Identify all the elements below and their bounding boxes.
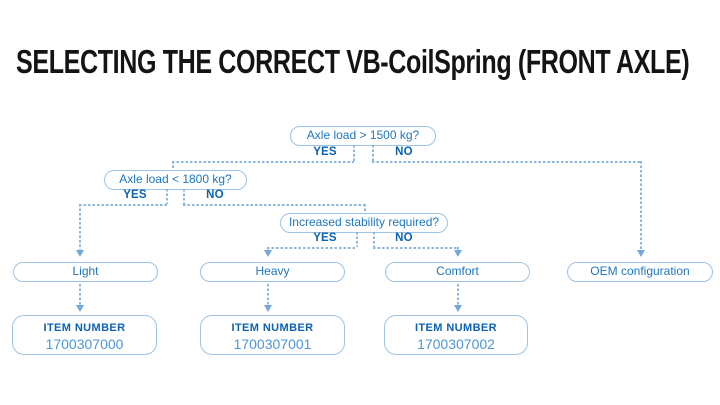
yes-label-decision-3: YES: [313, 232, 337, 244]
connector-line: [79, 204, 167, 206]
item-box-comfort: ITEM NUMBER 1700307002: [384, 315, 528, 355]
decision-box-increased-stability: Increased stability required?: [280, 213, 448, 233]
arrow-down-icon: [264, 250, 272, 257]
connector-line: [79, 204, 81, 250]
connector-line: [267, 247, 269, 251]
connector-line: [183, 204, 365, 206]
connector-line: [372, 145, 374, 162]
item-box-light: ITEM NUMBER 1700307000: [12, 315, 157, 355]
connector-line: [356, 232, 358, 247]
arrow-down-icon: [76, 250, 84, 257]
arrow-down-icon: [637, 250, 645, 257]
connector-line: [640, 161, 642, 250]
arrow-down-icon: [264, 305, 272, 312]
decision-box-axle-load-1800: Axle load < 1800 kg?: [104, 170, 247, 190]
connector-line: [372, 161, 641, 163]
no-label-decision-3: NO: [395, 232, 413, 244]
connector-line: [373, 247, 458, 249]
arrow-down-icon: [454, 250, 462, 257]
no-label-decision-2: NO: [206, 189, 224, 201]
connector-line: [457, 284, 459, 305]
connector-line: [267, 247, 357, 249]
yes-label-decision-2: YES: [123, 189, 147, 201]
item-number-label: ITEM NUMBER: [231, 322, 314, 334]
arrow-down-icon: [454, 305, 462, 312]
connector-line: [172, 161, 174, 170]
connector-line: [364, 204, 366, 213]
no-label-decision-1: NO: [395, 146, 413, 158]
connector-line: [166, 189, 168, 204]
connector-line: [183, 189, 185, 204]
decision-box-axle-load-1500: Axle load > 1500 kg?: [290, 126, 436, 146]
result-box-light: Light: [13, 262, 158, 282]
item-number-value: 1700307000: [45, 336, 124, 352]
item-number-label: ITEM NUMBER: [43, 322, 126, 334]
item-number-label: ITEM NUMBER: [414, 322, 497, 334]
page-title: SELECTING THE CORRECT VB-CoilSpring (FRO…: [16, 43, 690, 80]
connector-line: [79, 284, 81, 305]
connector-line: [353, 145, 355, 162]
connector-line: [373, 232, 375, 247]
connector-line: [457, 247, 459, 251]
arrow-down-icon: [76, 305, 84, 312]
connector-line: [172, 161, 354, 163]
item-number-value: 1700307001: [233, 336, 312, 352]
result-box-heavy: Heavy: [200, 262, 345, 282]
yes-label-decision-1: YES: [313, 146, 337, 158]
connector-line: [267, 284, 269, 305]
item-box-heavy: ITEM NUMBER 1700307001: [200, 315, 345, 355]
result-box-oem-configuration: OEM configuration: [567, 262, 713, 282]
item-number-value: 1700307002: [417, 336, 495, 352]
result-box-comfort: Comfort: [385, 262, 530, 282]
